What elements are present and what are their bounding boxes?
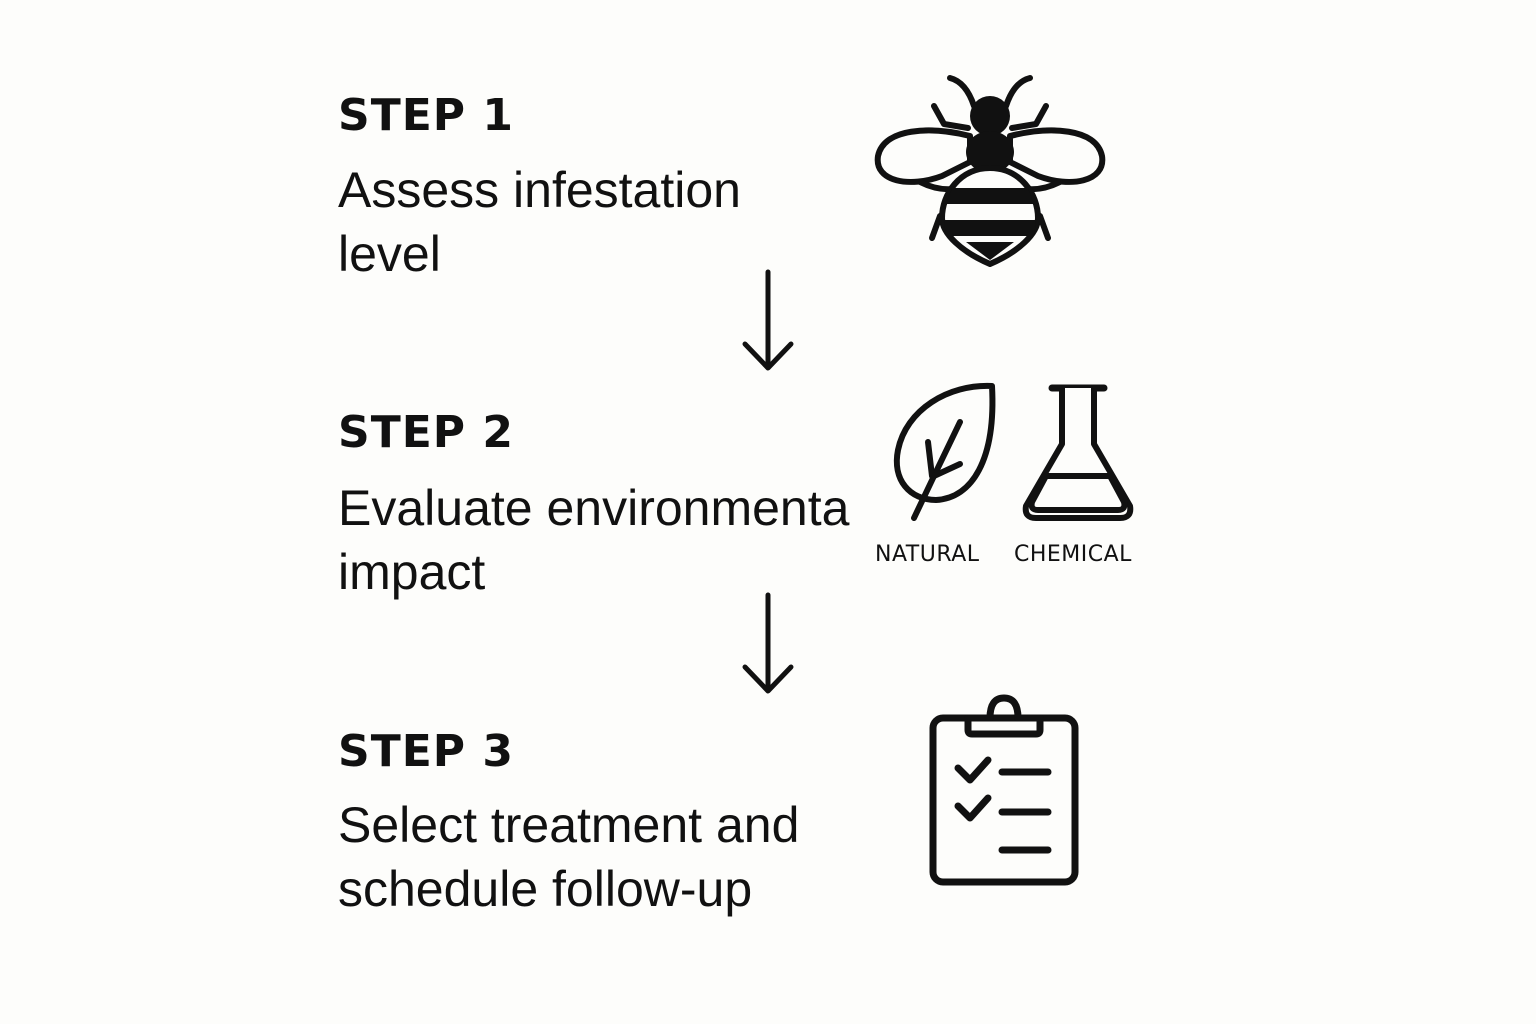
step-1-description: Assess infestation level	[338, 158, 741, 286]
flask-icon	[1016, 382, 1140, 526]
clipboard-checklist-icon	[928, 692, 1080, 888]
step-1-description-line-2: level	[338, 226, 441, 282]
natural-option-label: NATURAL	[875, 542, 980, 567]
step-3-description-line-2: schedule follow-up	[338, 861, 753, 917]
bee-icon	[870, 70, 1110, 270]
step-1-heading: STEP 1	[338, 90, 514, 141]
step-1-description-line-1: Assess infestation	[338, 162, 741, 218]
step-2-description: Evaluate environmenta impact	[338, 476, 849, 604]
step-3-description-line-1: Select treatment and	[338, 797, 800, 853]
step-3-heading: STEP 3	[338, 726, 514, 777]
leaf-icon	[888, 380, 1004, 524]
down-arrow-icon	[741, 268, 795, 379]
down-arrow-icon	[741, 591, 795, 702]
step-2-description-line-2: impact	[338, 544, 486, 600]
step-2-heading: STEP 2	[338, 407, 514, 458]
step-2-description-line-1: Evaluate environmenta	[338, 480, 850, 536]
step-3-description: Select treatment and schedule follow-up	[338, 793, 799, 921]
chemical-option-label: CHEMICAL	[1014, 542, 1132, 567]
